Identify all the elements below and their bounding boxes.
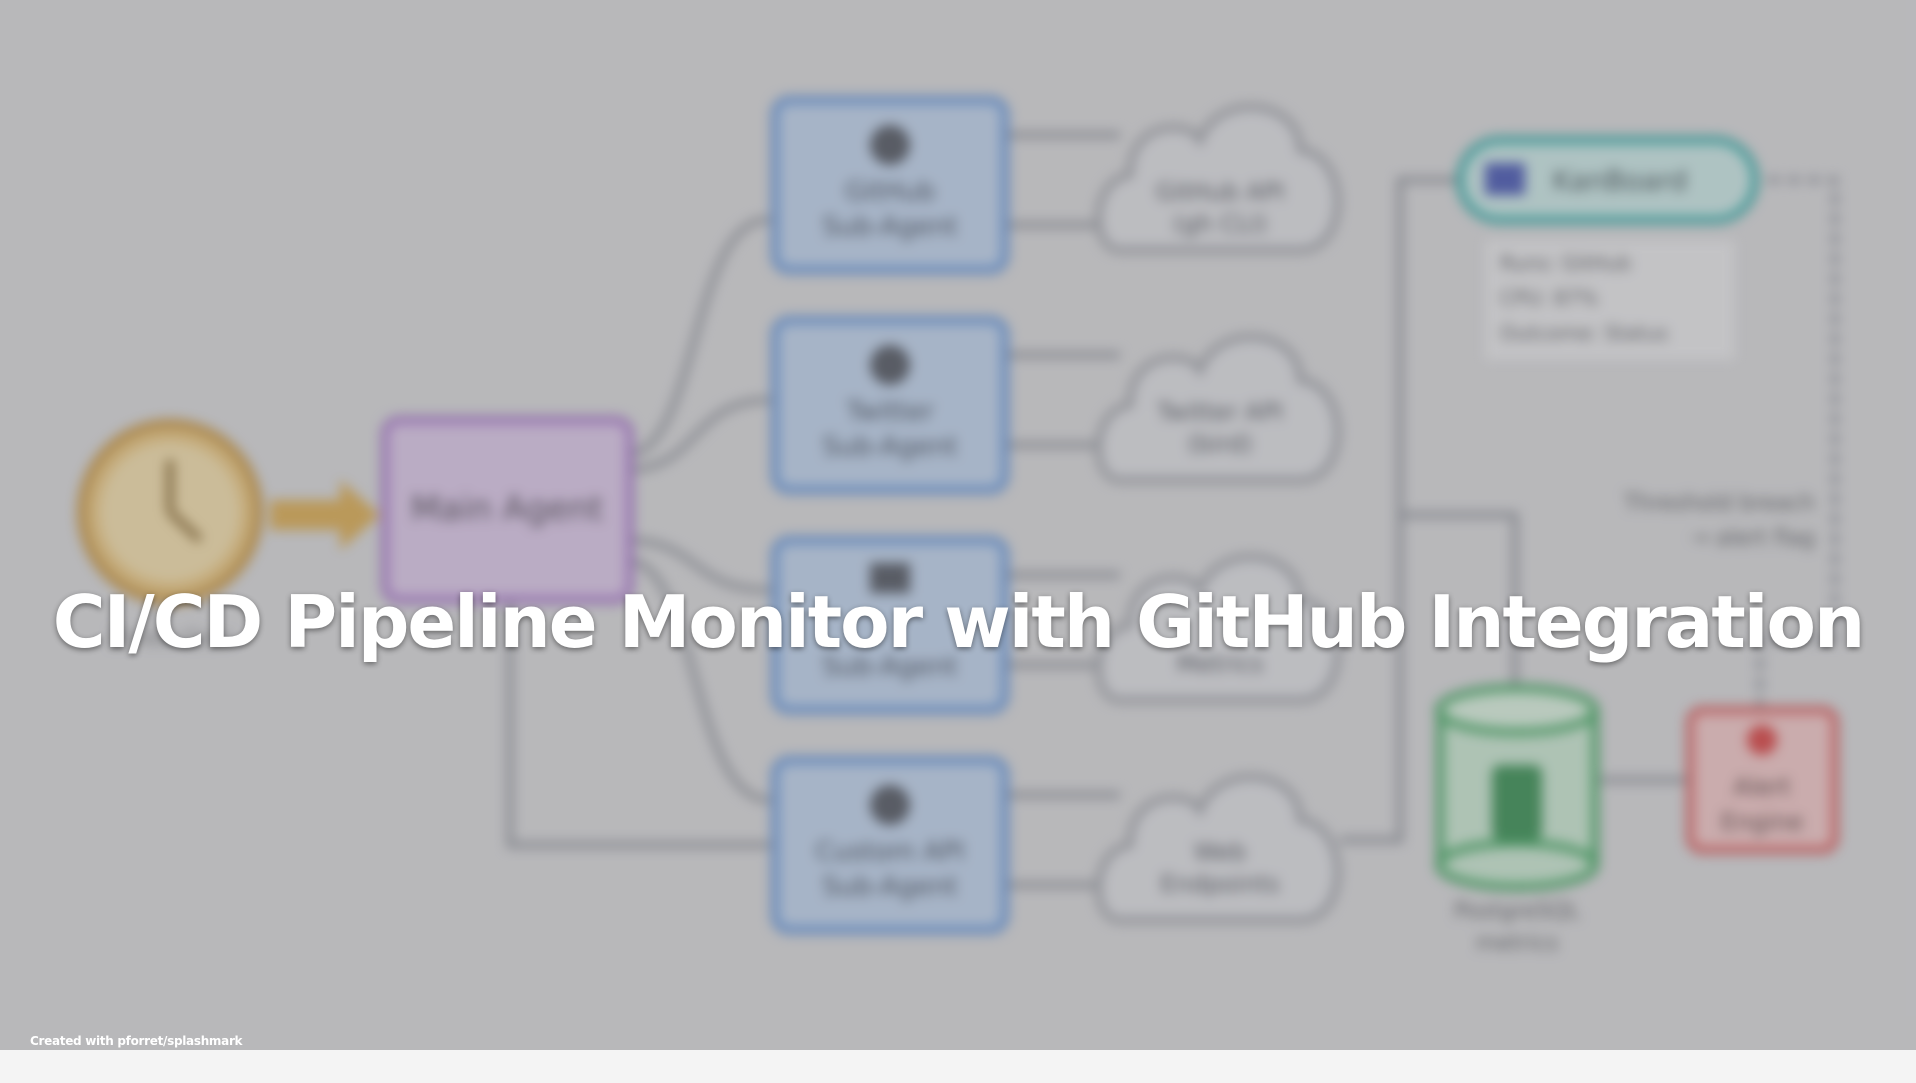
cloud-twitter-api: Twitter API (bird) [1095, 333, 1341, 484]
connector-lines [507, 132, 1838, 888]
svg-text:Endpoints: Endpoints [1160, 870, 1279, 898]
svg-text:Twitter API: Twitter API [1156, 398, 1283, 426]
twitter-icon [870, 345, 910, 385]
alert-node: Alert Engine [1686, 706, 1839, 854]
svg-text:Sub-Agent: Sub-Agent [822, 872, 957, 902]
svg-text:Sub-Agent: Sub-Agent [822, 212, 957, 242]
svg-text:Custom API: Custom API [815, 837, 964, 867]
svg-text:GitHub: GitHub [845, 177, 935, 207]
alert-icon [1747, 725, 1777, 755]
splash-title: CI/CD Pipeline Monitor with GitHub Integ… [52, 580, 1865, 664]
database-icon [1492, 765, 1542, 840]
bottom-strip [0, 1050, 1916, 1083]
sub-agent-github: GitHub Sub-Agent [771, 96, 1009, 274]
svg-text:Runs: GitHub: Runs: GitHub [1500, 251, 1631, 275]
main-agent-label: Main Agent [411, 489, 604, 529]
svg-text:Sub-Agent: Sub-Agent [822, 652, 957, 682]
svg-text:(bird): (bird) [1187, 430, 1252, 458]
credit-text: Created with pforret/splashmark [30, 1034, 243, 1048]
database-label-1: PostgreSQL [1454, 899, 1580, 924]
threshold-label-2: → alert flag [1690, 526, 1815, 551]
database-node [1435, 684, 1599, 891]
api-icon [870, 785, 910, 825]
dim-overlay [0, 0, 1916, 1050]
splash-image: 15-min Cron Main Agent GitHub Sub-Agent … [0, 0, 1916, 1050]
threshold-label-1: Threshold breach [1623, 491, 1815, 516]
svg-text:(gh CLI): (gh CLI) [1173, 210, 1267, 238]
svg-text:Twitter: Twitter [845, 397, 933, 427]
github-icon [870, 125, 910, 165]
cloud-metrics: Metrics [1095, 553, 1341, 704]
database-label-2: metrics [1476, 931, 1558, 956]
svg-text:GitHub API: GitHub API [1156, 178, 1285, 206]
svg-text:Metrics: Metrics [1176, 650, 1263, 678]
svg-text:Web: Web [1194, 838, 1246, 866]
cloud-web-endpoints: Web Endpoints [1095, 773, 1341, 924]
svg-text:Alert: Alert [1733, 773, 1790, 801]
cloud-github-api: GitHub API (gh CLI) [1095, 103, 1341, 254]
svg-text:Sub-Agent: Sub-Agent [822, 432, 957, 462]
svg-text:Outcome: Status: Outcome: Status [1500, 321, 1668, 345]
dashboard-notes: Runs: GitHub CPU: 87% Outcome: Status [1485, 240, 1735, 360]
architecture-diagram: 15-min Cron Main Agent GitHub Sub-Agent … [77, 96, 1839, 956]
dashboard-node: KanBoard [1456, 136, 1759, 224]
metrics-icon [870, 563, 910, 593]
svg-text:KanBoard: KanBoard [1552, 164, 1687, 197]
clock-label: 15-min Cron [108, 626, 231, 650]
cron-clock [77, 419, 380, 605]
main-agent-node: Main Agent [381, 416, 634, 604]
svg-text:Engine: Engine [1721, 808, 1803, 836]
svg-text:CPU: 87%: CPU: 87% [1500, 286, 1598, 310]
sub-agent-custom-api: Custom API Sub-Agent [771, 756, 1009, 934]
sub-agent-twitter: Twitter Sub-Agent [771, 316, 1009, 494]
sub-agent-metrics: Sub-Agent [771, 536, 1009, 714]
dashboard-icon [1485, 163, 1525, 195]
